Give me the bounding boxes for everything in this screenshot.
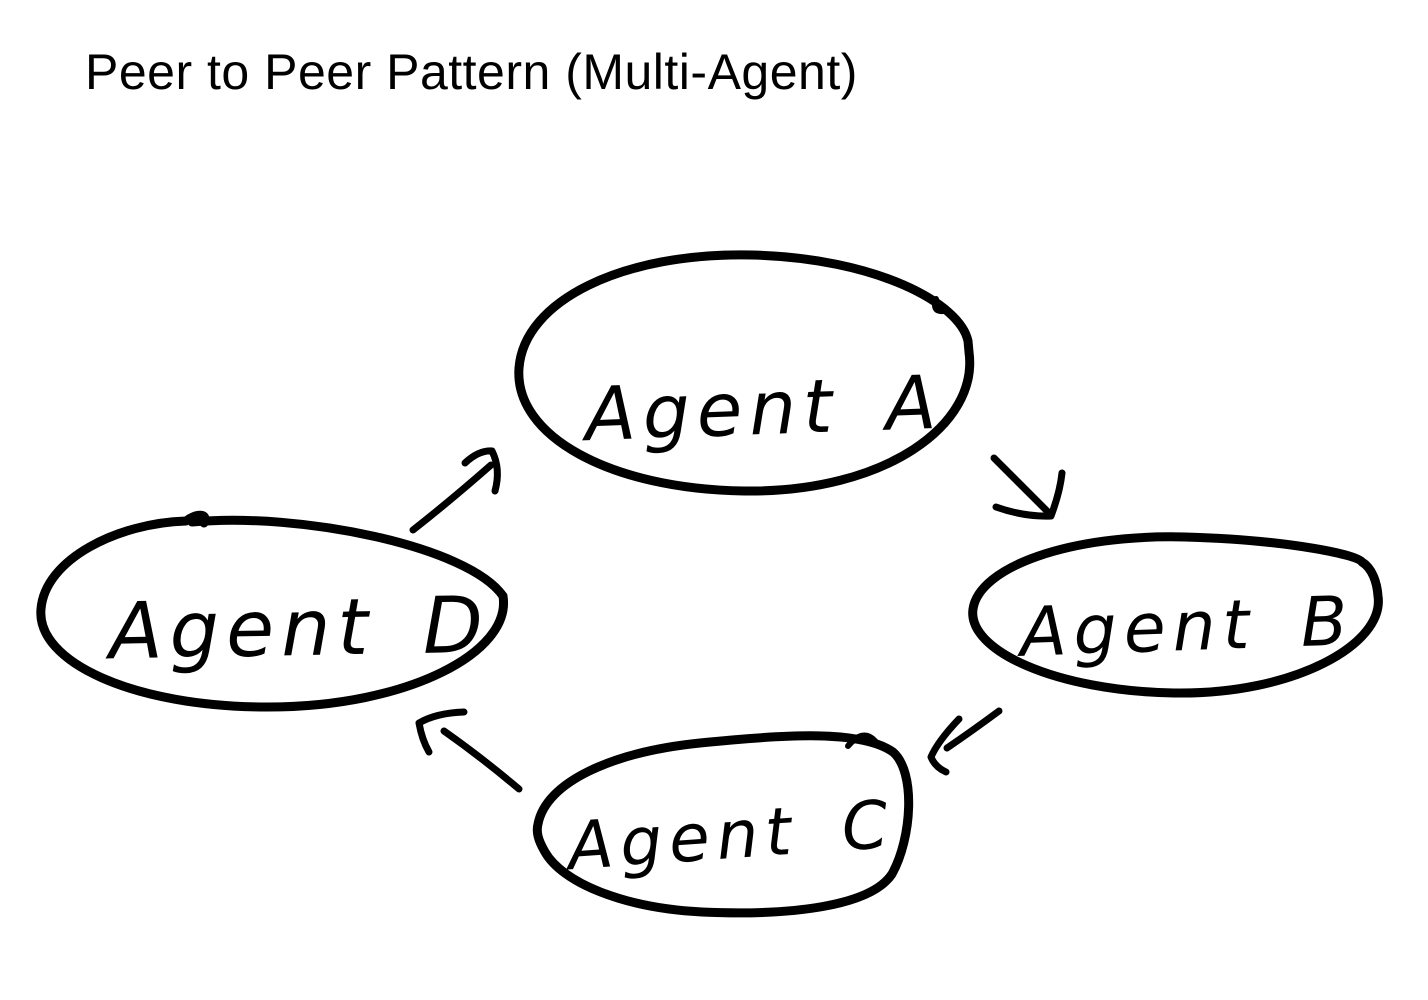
arrow-c-to-d-shaft bbox=[440, 727, 523, 793]
agent-c-label: Agent C bbox=[561, 786, 897, 886]
agent-c-pen-tick bbox=[845, 732, 878, 749]
arrow-c-to-d bbox=[415, 708, 523, 793]
agent-d-label: Agent D bbox=[103, 581, 490, 678]
node-agent-a: Agent A bbox=[514, 250, 975, 496]
arrow-a-to-b-shaft bbox=[990, 454, 1053, 517]
arrow-d-to-a-head bbox=[461, 447, 501, 495]
arrow-a-to-b-head bbox=[992, 469, 1066, 520]
arrow-d-to-a bbox=[409, 447, 501, 534]
diagram-title: Peer to Peer Pattern (Multi-Agent) bbox=[85, 44, 858, 100]
agent-c-ellipse bbox=[532, 731, 914, 918]
agent-b-ellipse bbox=[968, 532, 1383, 698]
arrow-d-to-a-shaft bbox=[409, 461, 495, 534]
agent-b-label: Agent B bbox=[1015, 582, 1356, 673]
arrow-c-to-d-head bbox=[415, 708, 468, 756]
arrow-b-to-c bbox=[927, 707, 1003, 776]
agent-a-ellipse bbox=[514, 250, 975, 496]
agent-a-pen-tick bbox=[931, 296, 946, 315]
arrow-a-to-b bbox=[990, 454, 1066, 520]
node-agent-b: Agent B bbox=[968, 532, 1383, 698]
agent-d-ellipse bbox=[36, 510, 508, 712]
node-agent-d: Agent D bbox=[36, 510, 508, 712]
arrow-b-to-c-head bbox=[927, 715, 963, 776]
agent-a-label: Agent A bbox=[580, 360, 945, 459]
arrow-b-to-c-shaft bbox=[943, 707, 1003, 752]
node-agent-c: Agent C bbox=[532, 731, 914, 918]
